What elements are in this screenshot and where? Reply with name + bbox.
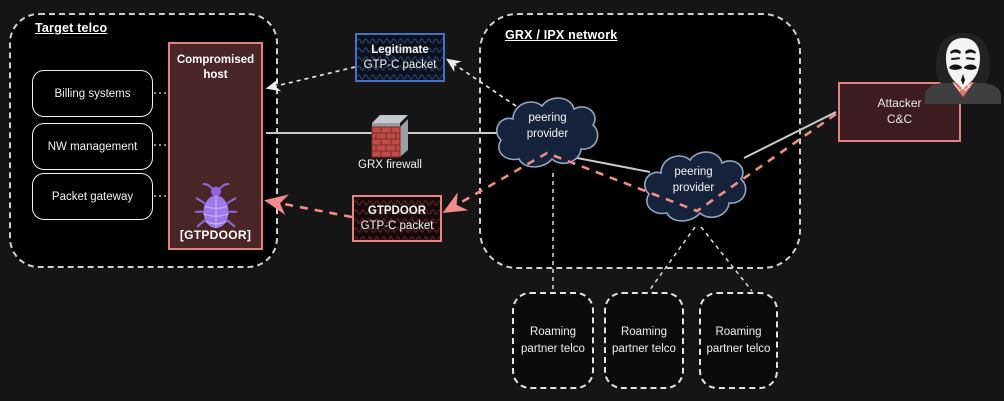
grx-ipx-network-title: GRX / IPX network: [505, 28, 618, 42]
roaming-partner-box: Roaming partner telco: [699, 292, 778, 389]
compromised-host-box: Compromised host [GTPDOOR]: [168, 42, 263, 250]
legitimate-packet-path: [265, 58, 517, 107]
wave-pattern: [357, 35, 443, 80]
anonymous-mask-icon: [925, 33, 1001, 104]
peering-provider-cloud: [496, 97, 599, 168]
cloud-to-cloud-link: [571, 156, 651, 173]
billing-systems-box: Billing systems: [32, 70, 153, 117]
roaming-partner-box: Roaming partner telco: [512, 292, 594, 389]
packet-gateway-box: Packet gateway: [32, 173, 153, 220]
roaming-partner-links: [552, 173, 753, 292]
nw-management-box: NW management: [32, 123, 153, 170]
gtpdoor-packet-box: GTPDOOR GTP-C packet: [352, 195, 442, 242]
target-telco-zone: Target telco Billing systems NW manageme…: [9, 13, 278, 268]
roaming-partner-box: Roaming partner telco: [604, 292, 684, 389]
gtpdoor-implant-label: [GTPDOOR]: [179, 228, 252, 242]
host-system-connectors: [154, 92, 166, 197]
firewall-brick-icon: [371, 115, 408, 158]
legitimate-packet-box: Legitimate GTP-C packet: [355, 33, 445, 82]
peering-provider-label: peering provider: [672, 166, 715, 194]
gtpdoor-packet-label: GTPDOOR GTP-C packet: [360, 205, 434, 232]
peering-provider-cloud: [644, 151, 747, 222]
bug-icon: [194, 182, 237, 229]
peering-provider-label: peering provider: [526, 112, 569, 140]
cloud-to-attacker-link: [743, 111, 837, 159]
attacker-label-line1: Attacker: [877, 96, 922, 111]
packet-gateway-label: Packet gateway: [51, 190, 134, 203]
legitimate-packet-label: Legitimate GTP-C packet: [363, 44, 437, 71]
wave-pattern: [354, 197, 440, 240]
target-telco-title: Target telco: [35, 21, 108, 35]
compromised-host-title: Compromised host: [176, 54, 255, 81]
nw-management-label: NW management: [47, 140, 138, 153]
firewall-label: GRX firewall: [358, 159, 422, 171]
billing-systems-label: Billing systems: [54, 87, 131, 100]
attacker-label-line2: C&C: [886, 112, 913, 126]
